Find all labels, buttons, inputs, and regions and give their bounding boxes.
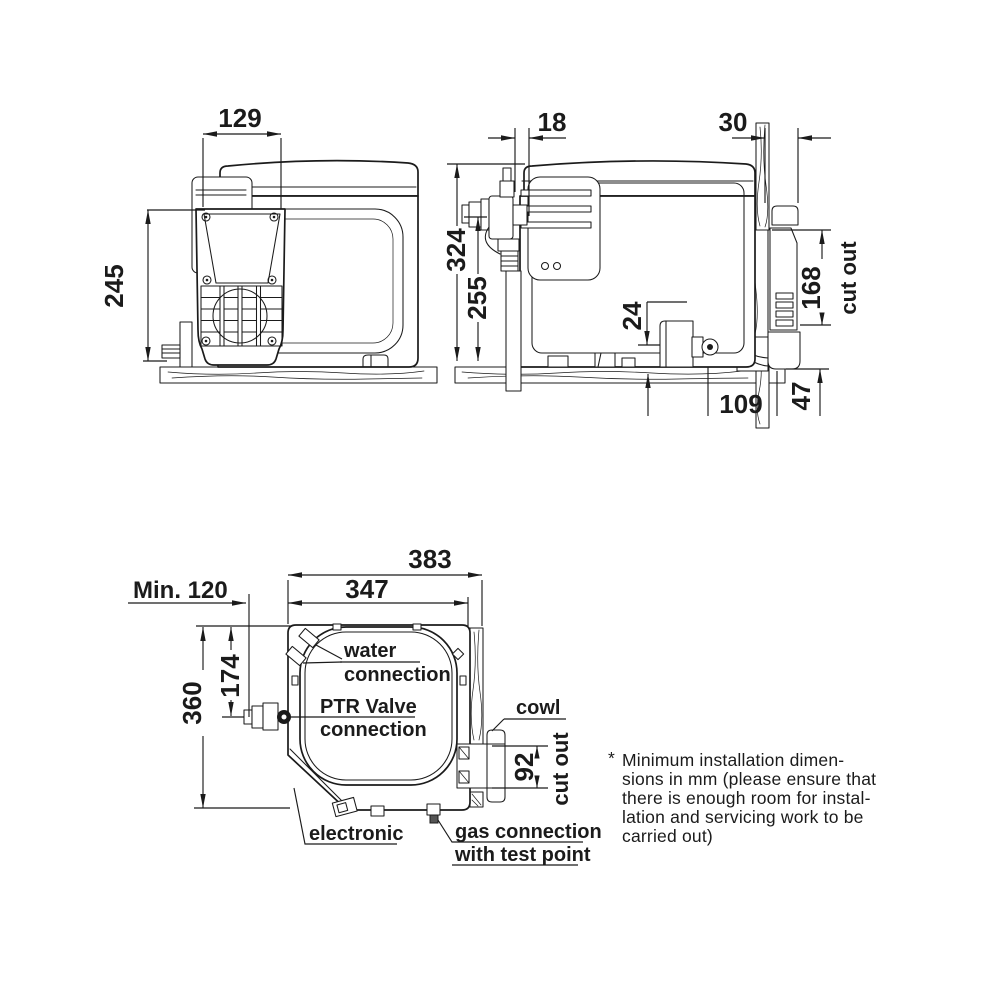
footnote-line2: sions in mm (please ensure that [622,769,876,789]
air-grille [200,285,283,347]
dim-min-120-text: Min. 120 [133,577,228,604]
footnote-marker: * [608,748,615,768]
label-cowl-group: cowl [491,697,566,732]
dim-255: 255 [462,216,492,361]
floor-board [454,366,786,384]
footnote: * Minimum installation dimen- sions in m… [608,748,876,846]
footnote-line4: lation and servicing work to be [622,807,864,827]
tank [299,626,458,786]
dim-383-text: 383 [408,544,451,574]
screws [201,212,279,346]
label-water-line1: water [343,640,396,662]
label-gas-group: gas connection with test point [437,819,602,866]
label-water-line2: connection [344,664,451,686]
dim-245-text: 245 [99,264,129,307]
fan-circle [212,288,268,344]
ptr-valve [222,702,415,731]
dim-24-text: 24 [617,301,647,330]
dim-129-text: 129 [218,103,261,133]
dim-24: 24 [617,301,687,346]
dim-47: 47 [786,368,829,416]
side-view-front: 129 245 [99,103,438,384]
wall [469,627,484,808]
dim-324: 324 [441,163,525,361]
cutout-label: cut out [836,241,861,315]
label-cowl: cowl [516,697,560,719]
dim-245: 245 [99,209,205,362]
label-gas-line2: with test point [454,844,591,866]
floor-board [159,366,438,384]
safety-drain-valve [461,167,528,392]
cowl [486,729,506,803]
footnote-line5: carried out) [622,826,713,846]
flue-duct [456,743,491,789]
control-box [659,320,694,368]
water-connection-nozzles [285,627,420,667]
dim-168-cutout: 168 cut out [772,229,861,326]
dim-min-120: Min. 120 [128,577,250,717]
dim-30-text: 30 [719,107,748,137]
dim-168-text: 168 [796,266,826,309]
dim-92-text: 92 [509,753,539,782]
dim-360: 360 [177,627,290,809]
dim-255-text: 255 [462,276,492,319]
dim-360-text: 360 [177,681,207,724]
label-ptr-line1: PTR Valve [320,696,417,718]
dim-347: 347 [288,574,469,626]
label-ptr-line2: connection [320,719,427,741]
dim-47-text: 47 [786,382,816,411]
heater-body [519,160,756,368]
label-electronic: electronic [309,823,403,845]
dim-18-text: 18 [538,107,567,137]
label-electronic-group: electronic [293,787,403,845]
dim-174-text: 174 [215,654,245,698]
dim-18: 18 [488,107,566,216]
cowl [767,205,801,370]
dim-109: 109 [645,367,778,419]
dim-347-text: 347 [345,574,388,604]
foot [362,354,389,368]
dim-109-text: 109 [719,389,762,419]
cutout-label: cut out [548,732,573,806]
drain-fitting [161,344,181,359]
fan-shroud [195,208,286,366]
label-gas-line1: gas connection [455,821,602,843]
dim-174: 174 [196,625,292,716]
drain-pipe [505,270,522,392]
dim-30: 30 [719,107,831,203]
footnote-line1: Minimum installation dimen- [622,750,844,770]
dim-324-text: 324 [441,228,471,272]
wall-upper [755,122,770,231]
footnote-line3: there is enough room for instal- [622,788,871,808]
dim-129: 129 [202,103,282,209]
tank-clips [291,623,467,766]
upper-panel [203,213,281,284]
side-view-section: 18 30 324 255 24 [441,107,861,429]
bottom-fittings [331,796,441,824]
gas-connection-fitting [426,803,441,816]
valve-body [488,195,514,240]
dim-92-cutout: 92 cut out [492,732,573,806]
top-view: water connection PTR Valve connection co… [128,544,602,866]
dim-383: 383 [287,544,483,626]
